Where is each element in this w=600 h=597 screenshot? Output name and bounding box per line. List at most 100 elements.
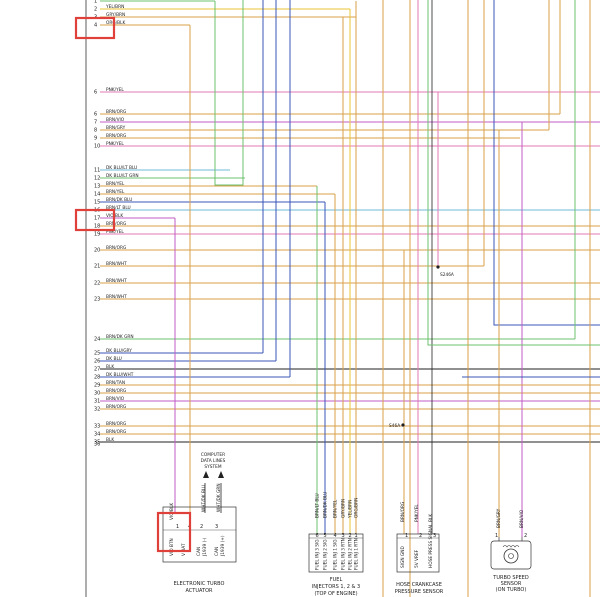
connector-row[interactable]: 1DK GRN: [94, 0, 123, 5]
pin-number: 7: [94, 120, 97, 126]
component-caption: PRESSURE SENSOR: [395, 589, 444, 595]
connector-row[interactable]: 7 BRN/VIO: [94, 117, 125, 125]
pin-number: 28: [94, 375, 100, 381]
turbo-actuator[interactable]: VIO/BLK WHT/DK BLU WHT/DK GRN VIO BTN V …: [162, 483, 237, 594]
pin-label: FUEL INJ 3 SIG: [315, 539, 321, 570]
pin-number: 4: [334, 533, 337, 539]
pin-number: 5: [324, 533, 327, 539]
turbo-speed-sensor[interactable]: BRN/GRY BRN/VIO 1 2 TURBO SPEED SENSOR (…: [490, 508, 532, 593]
wire-label: BRN/GRY: [496, 508, 502, 528]
pin-number: 10: [94, 144, 100, 150]
pin-number: 22: [94, 281, 100, 287]
splice-label: S46A: [389, 423, 400, 429]
wire-label: YEL/BRN: [348, 500, 354, 519]
connector-row[interactable]: 9 BRN/ORG: [94, 133, 126, 141]
wire-label: VIO/BLK: [169, 503, 175, 520]
wire-label: BRN/ORG: [106, 133, 126, 139]
wire-label: BRN/ORG: [106, 221, 126, 227]
highlight-box: [156, 511, 192, 553]
pin-number: 30: [94, 391, 100, 397]
wire-label: BRN/DK BLU: [106, 197, 132, 203]
pin-number: 9: [94, 136, 97, 142]
pin-label: V BAT: [181, 543, 187, 556]
turbo-speed-sensor-body: [490, 540, 532, 570]
component-caption: HOSE CRANKCASE: [396, 582, 442, 588]
pin-number: 1: [355, 533, 358, 539]
pin-number: 15: [94, 200, 100, 206]
wire: [493, 0, 600, 326]
pin-number: 27: [94, 367, 100, 373]
wire-label: WHT/DK GRN: [216, 483, 222, 512]
pin-number: 3: [433, 533, 436, 539]
wire-label: GRY/BRN: [341, 499, 347, 518]
computer-data-lines-label: COMPUTER DATA LINES SYSTEM: [201, 452, 226, 478]
component-caption: ELECTRONIC TURBO: [174, 581, 225, 587]
wire-label: BRN/ORG: [106, 245, 126, 251]
crankcase-sensor-connector: [396, 533, 440, 573]
wire-label: BRN/VIO: [106, 117, 125, 123]
splice-label: S246A: [440, 272, 454, 278]
crankcase-pressure-sensor[interactable]: BRN/ORG PNK/YEL BLK SIGN GND 5V VREF HOS…: [395, 502, 444, 595]
wire-label: DK BLU: [106, 356, 122, 362]
pin-label: CAN: [196, 547, 202, 556]
turbo-actuator-connector: [162, 506, 237, 563]
wire-label: BRN/VIO: [106, 396, 125, 402]
wire-label: ORG/BLK: [106, 20, 125, 26]
wire-label: BLK: [428, 514, 434, 522]
connector-row[interactable]: 15 BRN/DK BLU: [94, 197, 132, 205]
pin-number: 36: [94, 442, 100, 448]
pin-number: 18: [94, 224, 100, 230]
wire: [214, 0, 244, 186]
connector-row[interactable]: 18 BRN/ORG: [94, 221, 126, 229]
pin-number: 21: [94, 264, 100, 270]
pin-label: VIO BTN: [169, 538, 175, 556]
highlight-box: [74, 208, 116, 232]
fuel-injectors-connector: [308, 533, 364, 573]
wire-label: BRN/DK BLU: [323, 492, 329, 518]
pin-number: 3: [342, 533, 345, 539]
pin-label: FUEL INJ 1 SIG: [333, 539, 339, 570]
pin-number: 33: [94, 424, 100, 430]
wire-label: DK GRN: [106, 0, 123, 2]
svg-text:SYSTEM: SYSTEM: [204, 464, 221, 470]
component-caption: (ON TURBO): [496, 587, 527, 593]
pin-number: 34: [94, 432, 100, 438]
connector-row[interactable]: 36: [94, 442, 100, 448]
sensor-coil-icon: [503, 548, 519, 564]
pin-number: 12: [94, 176, 100, 182]
wire-label: BRN/YEL: [106, 181, 125, 187]
pin-number: 8: [94, 128, 97, 134]
wire-label: BRN/YEL: [106, 189, 125, 195]
